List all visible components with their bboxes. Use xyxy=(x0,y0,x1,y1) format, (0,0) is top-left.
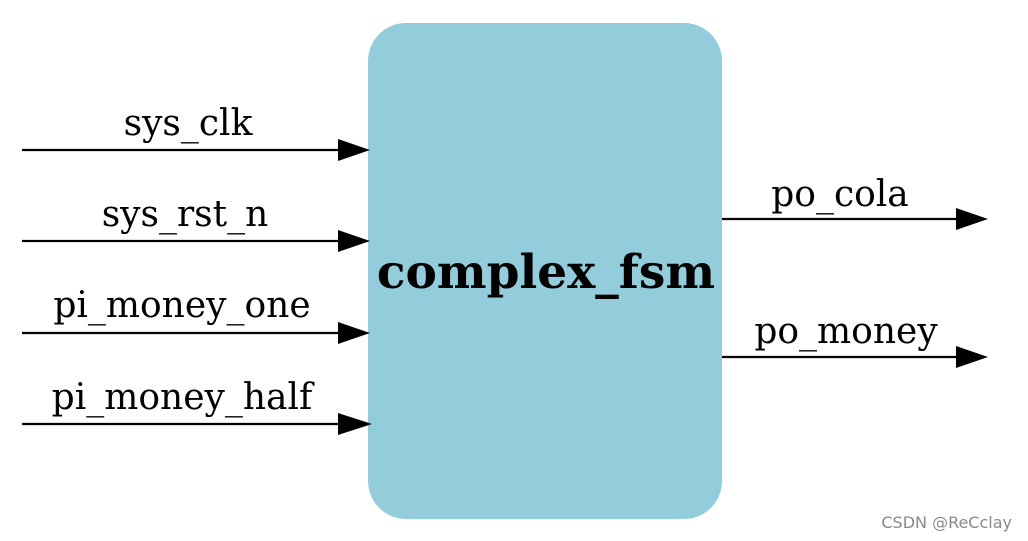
output-port-po-money: po_money xyxy=(722,311,988,368)
output-arrowhead xyxy=(956,208,988,230)
input-port-pi-money-one: pi_money_one xyxy=(22,285,370,344)
input-label: sys_clk xyxy=(124,103,254,144)
input-arrowhead xyxy=(338,139,370,161)
input-arrowhead xyxy=(338,230,370,252)
module-title: complex_fsm xyxy=(377,245,715,300)
output-label: po_cola xyxy=(771,174,909,215)
input-label: sys_rst_n xyxy=(102,194,269,235)
input-port-sys-clk: sys_clk xyxy=(22,103,370,161)
input-port-pi-money-half: pi_money_half xyxy=(22,377,372,435)
output-arrowhead xyxy=(956,346,988,368)
output-port-po-cola: po_cola xyxy=(722,174,988,230)
input-label: pi_money_half xyxy=(52,377,315,418)
watermark-text: CSDN @ReCclay xyxy=(881,513,1012,532)
input-arrowhead xyxy=(338,413,372,435)
input-arrowhead xyxy=(338,322,370,344)
input-port-sys-rst-n: sys_rst_n xyxy=(22,194,370,252)
output-label: po_money xyxy=(754,311,938,352)
input-label: pi_money_one xyxy=(53,285,310,326)
module-block xyxy=(368,23,722,519)
